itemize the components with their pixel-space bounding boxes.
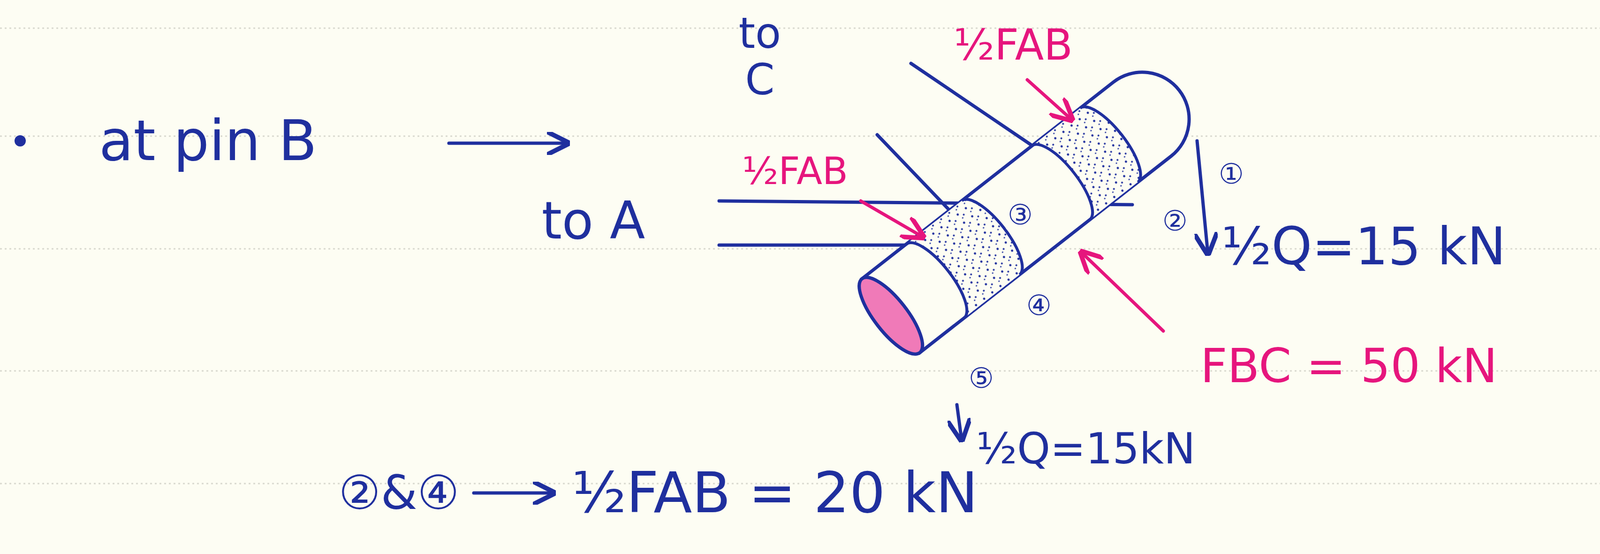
member-a-edge [719, 243, 918, 247]
force-arrow [1027, 79, 1072, 120]
pin-cylinder [849, 53, 1208, 363]
callout-number: ②&④ [336, 466, 462, 519]
force-arrow [860, 200, 924, 237]
ruled-lines [0, 28, 1600, 484]
callout-number: ④ [1024, 289, 1054, 321]
callout-number: ① [1216, 158, 1246, 190]
pointer-arrow [448, 141, 568, 145]
result-value: ½FAB = 20 kN [569, 461, 980, 524]
result-arrow [473, 491, 554, 495]
member-c-edge [910, 63, 1041, 152]
load-value: ½Q=15kN [974, 424, 1198, 472]
callout-number: ⑤ [966, 362, 996, 394]
load-arrow [956, 404, 962, 440]
heading-note: at pin B [97, 109, 319, 172]
bullet [14, 135, 26, 147]
force-label: ½FAB [951, 21, 1075, 69]
force-value: FBC = 50 kN [1198, 340, 1500, 392]
callout-number: ② [1160, 204, 1190, 236]
member-label: to C [736, 9, 783, 103]
load-arrow [1197, 140, 1208, 254]
member-label: to A [539, 192, 648, 250]
load-value: ½Q=15 kN [1219, 218, 1508, 275]
force-label: ½FAB [740, 150, 850, 192]
force-arrow [1081, 251, 1164, 331]
callout-number: ③ [1005, 198, 1035, 230]
